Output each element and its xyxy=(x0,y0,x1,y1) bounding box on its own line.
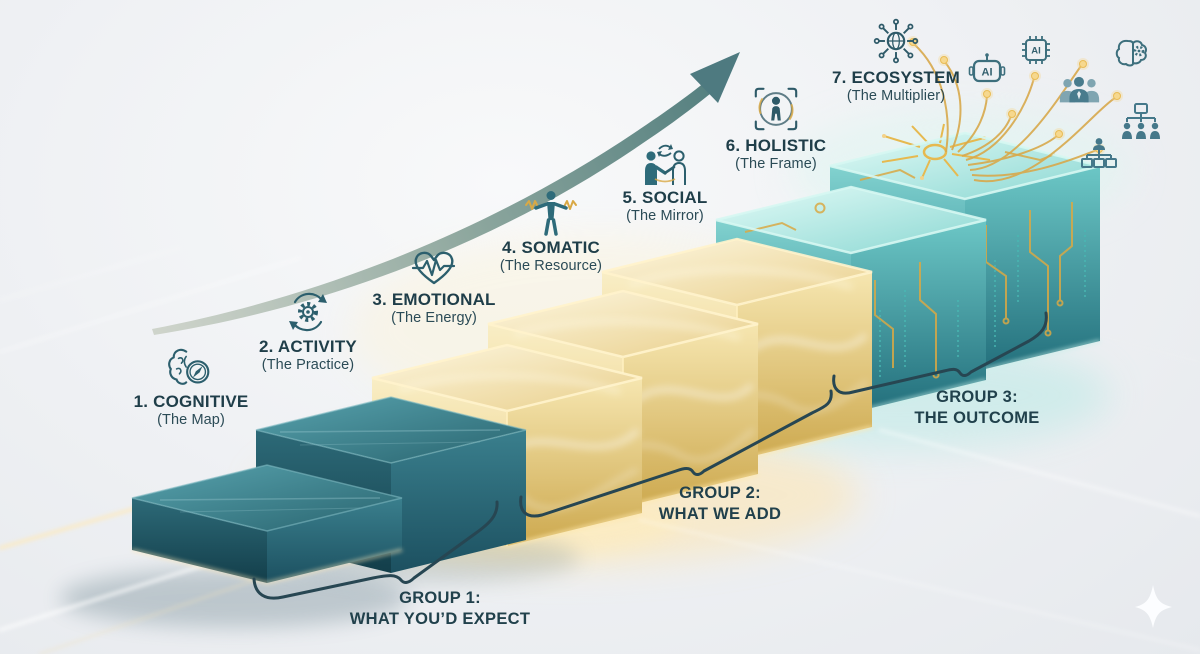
gear-cycle-icon xyxy=(213,289,403,335)
group-3-label: GROUP 3: THE OUTCOME xyxy=(847,387,1107,428)
ai-chip-label: AI xyxy=(1031,46,1041,57)
step-3-emotional: 3. EMOTIONAL (The Energy) xyxy=(339,242,529,327)
group-1-label: GROUP 1: WHAT YOU’D EXPECT xyxy=(310,588,570,629)
body-resonance-icon xyxy=(456,190,646,236)
connection-lines xyxy=(913,43,1116,183)
step-5-social: 5. SOCIAL (The Mirror) xyxy=(570,140,760,225)
group-1-brace xyxy=(252,500,499,600)
step-label: 2. ACTIVITY xyxy=(259,337,357,356)
people-group-icon xyxy=(1056,72,1102,111)
person-hierarchy-icon xyxy=(1080,136,1118,177)
brain-gear-icon xyxy=(1114,36,1150,73)
step-label: 3. EMOTIONAL xyxy=(372,290,496,309)
step-label: 4. SOMATIC xyxy=(501,238,601,257)
step-label: 5. SOCIAL xyxy=(622,188,708,207)
group-3-brace xyxy=(832,311,1048,395)
connection-dots xyxy=(907,36,1123,155)
ai-robot-label: AI xyxy=(982,67,993,79)
group-subtitle: WHAT WE ADD xyxy=(658,504,782,523)
network-hub-icon xyxy=(801,18,991,66)
step-sublabel: (The Resource) xyxy=(499,257,603,274)
step-sublabel: (The Energy) xyxy=(391,309,477,326)
step-label: 1. COGNITIVE xyxy=(133,392,249,411)
org-chart-icon xyxy=(1120,102,1162,145)
ai-robot-icon: AI xyxy=(968,52,1006,93)
group-title: GROUP 1: xyxy=(399,589,481,607)
step-1-cognitive: 1. COGNITIVE (The Map) xyxy=(96,344,286,429)
group-title: GROUP 3: xyxy=(936,388,1018,406)
step-6-holistic: 6. HOLISTIC (The Frame) xyxy=(681,87,871,173)
handshake-icon xyxy=(570,140,760,186)
step-label: 6. HOLISTIC xyxy=(725,136,827,155)
brain-compass-icon xyxy=(96,344,286,390)
step-sublabel: (The Frame) xyxy=(735,155,817,172)
group-title: GROUP 2: xyxy=(679,484,761,502)
step-sublabel: (The Practice) xyxy=(261,356,355,373)
group-2-brace xyxy=(519,389,833,518)
ai-chip-icon: AI xyxy=(1020,34,1052,71)
step-sublabel: (The Multiplier) xyxy=(846,87,946,104)
step-4-somatic: 4. SOMATIC (The Resource) xyxy=(456,190,646,275)
step-sublabel: (The Map) xyxy=(157,411,225,428)
step-2-activity: 2. ACTIVITY (The Practice) xyxy=(213,289,403,374)
group-2-label: GROUP 2: WHAT WE ADD xyxy=(590,483,850,524)
group-subtitle: THE OUTCOME xyxy=(914,408,1040,427)
step-1-block xyxy=(131,464,403,585)
sparkle-icon xyxy=(1135,585,1172,628)
person-frame-icon xyxy=(681,87,871,134)
growth-arrow xyxy=(152,52,740,335)
group-subtitle: WHAT YOU’D EXPECT xyxy=(349,609,531,628)
heart-pulse-icon xyxy=(339,242,529,288)
step-label: 7. ECOSYSTEM xyxy=(831,68,961,87)
step-7-ecosystem: 7. ECOSYSTEM (The Multiplier) xyxy=(801,18,991,105)
step-sublabel: (The Mirror) xyxy=(626,207,704,224)
